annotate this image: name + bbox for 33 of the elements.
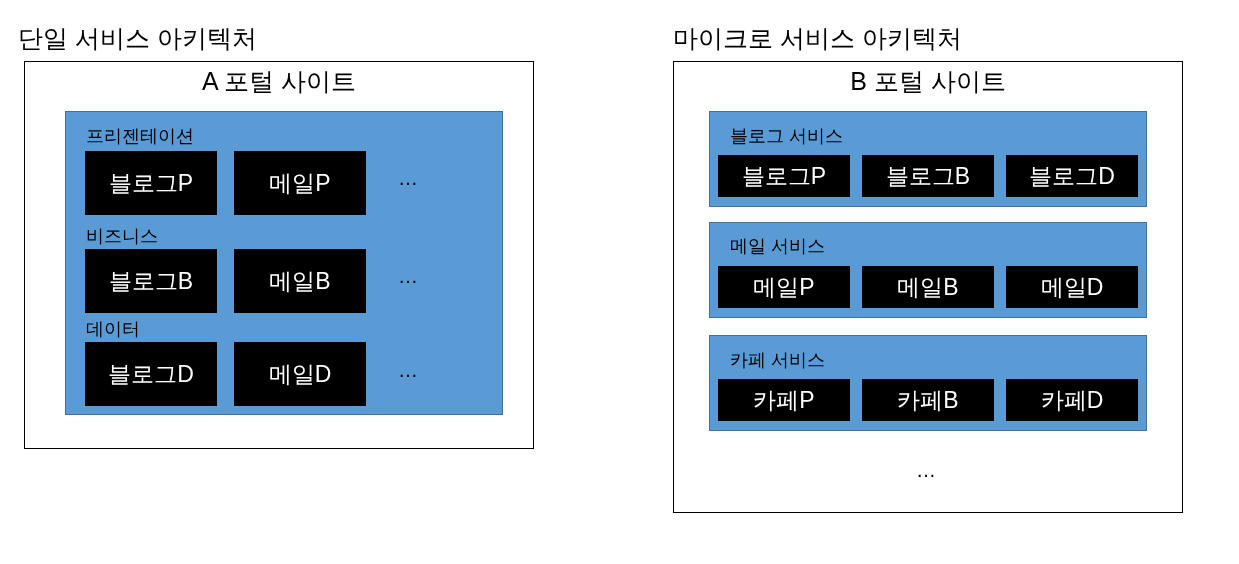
group-label: 프리젠테이션	[86, 127, 194, 145]
layer-box	[709, 335, 1147, 431]
panel-title: B 포털 사이트	[849, 69, 1007, 94]
group-label: 비즈니스	[86, 227, 158, 245]
group-label: 블로그 서비스	[730, 127, 843, 145]
ellipsis-text: …	[916, 460, 936, 480]
group-label: 메일 서비스	[730, 237, 825, 255]
panel-title: A 포털 사이트	[200, 69, 358, 94]
module-box: 블로그D	[1006, 155, 1138, 197]
module-box: 메일B	[234, 249, 366, 313]
module-box: 카페D	[1006, 379, 1138, 421]
module-box: 블로그B	[862, 155, 994, 197]
module-box: 메일B	[862, 266, 994, 308]
module-box: 메일P	[234, 151, 366, 215]
module-box: 블로그P	[85, 151, 217, 215]
section-heading: 마이크로 서비스 아키텍처	[673, 26, 962, 51]
ellipsis-text: …	[398, 168, 418, 188]
layer-box	[65, 111, 503, 415]
module-box: 블로그B	[85, 249, 217, 313]
module-box: 블로그D	[85, 342, 217, 406]
layer-box	[709, 222, 1147, 318]
group-label: 데이터	[86, 320, 140, 338]
module-box: 메일D	[1006, 266, 1138, 308]
module-box: 카페P	[718, 379, 850, 421]
module-box: 블로그P	[718, 155, 850, 197]
section-heading: 단일 서비스 아키텍처	[18, 26, 257, 51]
module-box: 메일P	[718, 266, 850, 308]
module-box: 카페B	[862, 379, 994, 421]
layer-box	[709, 111, 1147, 207]
ellipsis-text: …	[398, 360, 418, 380]
ellipsis-text: …	[398, 266, 418, 286]
module-box: 메일D	[234, 342, 366, 406]
group-label: 카페 서비스	[730, 351, 825, 369]
